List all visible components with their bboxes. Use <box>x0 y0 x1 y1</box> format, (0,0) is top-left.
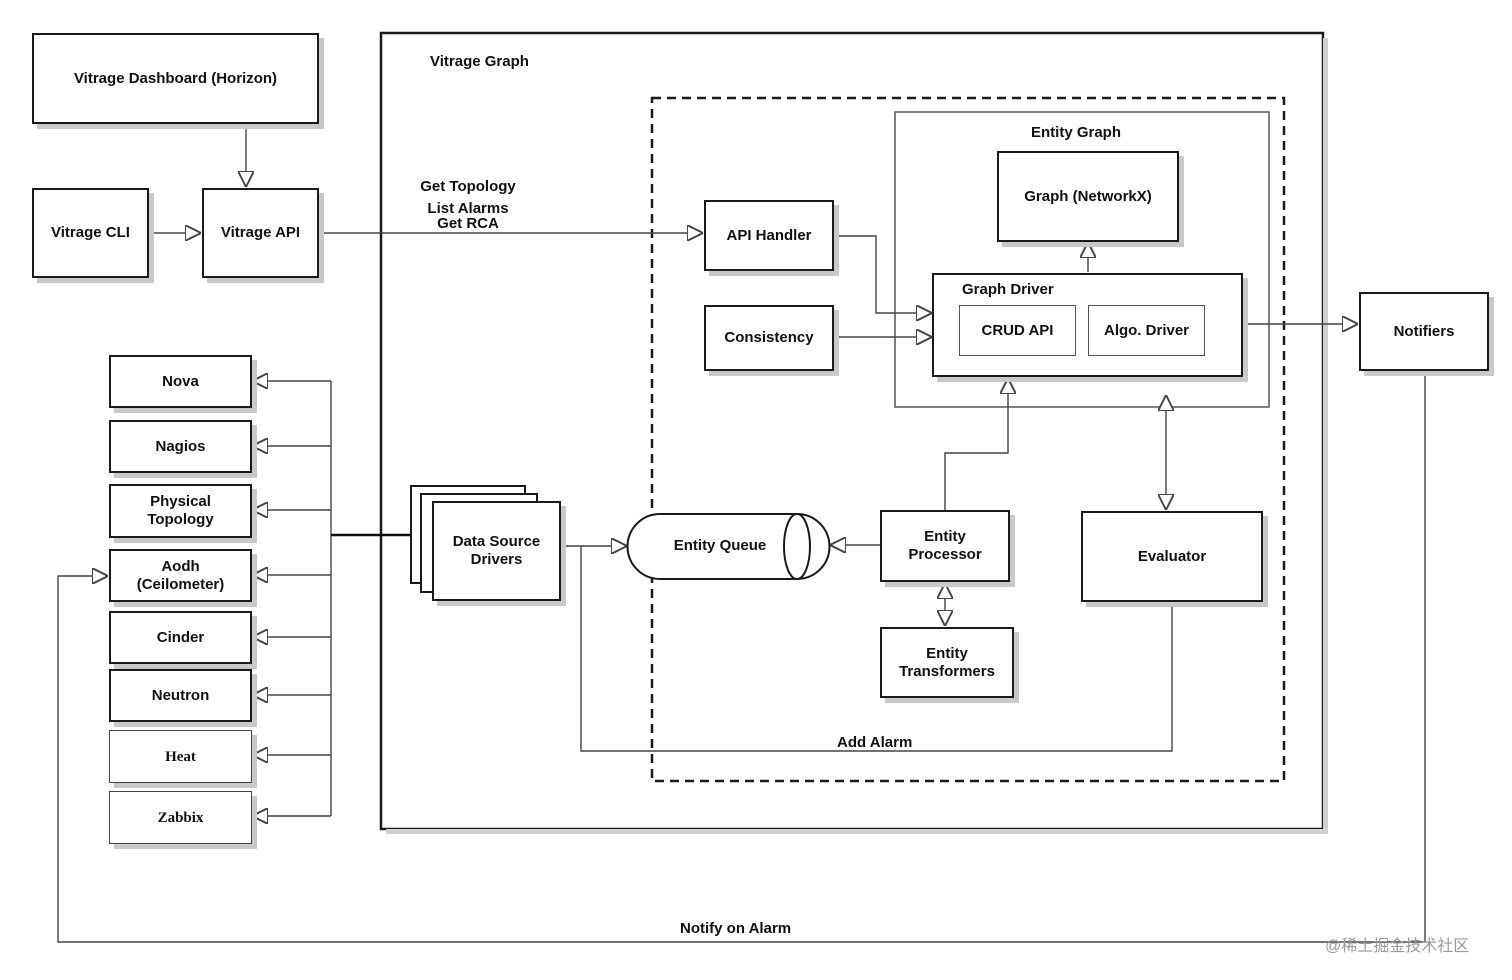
vitrage-cli-node: Vitrage CLI <box>32 188 149 278</box>
edge-label-list-alarms: List Alarms <box>427 200 509 217</box>
edge-label-add-alarm: Add Alarm <box>837 734 913 751</box>
consistency-node: Consistency <box>704 305 834 371</box>
vitrage-api-node: Vitrage API <box>202 188 319 278</box>
datasource-zabbix: Zabbix <box>109 791 252 844</box>
datasource-cinder: Cinder <box>109 611 252 664</box>
entity-processor-node: Entity Processor <box>880 510 1010 582</box>
datasource-aodh: Aodh (Ceilometer) <box>109 549 252 602</box>
vitrage-graph-container <box>379 31 1325 831</box>
datasource-nagios: Nagios <box>109 420 252 473</box>
graph-networkx-node: Graph (NetworkX) <box>997 151 1179 242</box>
crud-api-node: CRUD API <box>959 305 1076 356</box>
data-source-drivers-node: Data Source Drivers <box>432 501 561 601</box>
graph-driver-title: Graph Driver <box>962 281 1054 298</box>
entity-queue-label: Entity Queue <box>673 537 767 554</box>
algo-driver-node: Algo. Driver <box>1088 305 1205 356</box>
edge-label-notify-on-alarm: Notify on Alarm <box>680 920 792 937</box>
api-handler-node: API Handler <box>704 200 834 271</box>
notifiers-node: Notifiers <box>1359 292 1489 371</box>
entity-transformers-node: Entity Transformers <box>880 627 1014 698</box>
entity-graph-container <box>894 111 1270 408</box>
datasource-physical-topology: Physical Topology <box>109 484 252 538</box>
entity-queue-shape <box>626 513 831 580</box>
datasource-heat: Heat <box>109 730 252 783</box>
edge-label-get-rca: Get RCA <box>437 215 499 232</box>
core-dashed-container <box>650 96 1286 783</box>
vitrage-graph-title: Vitrage Graph <box>430 53 529 70</box>
edge-label-get-topology: Get Topology <box>420 178 516 195</box>
evaluator-node: Evaluator <box>1081 511 1263 602</box>
watermark-text: @稀土掘金技术社区 <box>1325 938 1470 955</box>
datasource-neutron: Neutron <box>109 669 252 722</box>
vitrage-dashboard-node: Vitrage Dashboard (Horizon) <box>32 33 319 124</box>
datasource-nova: Nova <box>109 355 252 408</box>
entity-graph-title: Entity Graph <box>1031 124 1122 141</box>
